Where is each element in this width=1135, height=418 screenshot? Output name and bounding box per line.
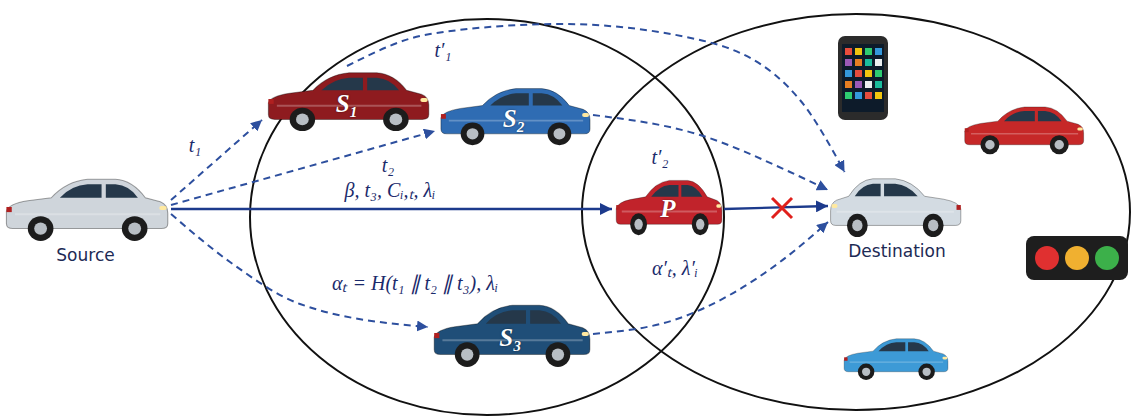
cross-stroke: [772, 198, 792, 218]
phone-screen: [842, 44, 884, 112]
vehicle-shape: [0, 172, 171, 244]
app-icon: [855, 59, 862, 66]
vehicle-node: S₁: [262, 66, 432, 134]
vehicle-id: S₂: [503, 106, 526, 131]
vehicle-node: Destination: [828, 172, 966, 260]
traffic-light-housing: [1026, 236, 1128, 280]
cross-stroke: [772, 198, 792, 218]
vehicle-shape: S₁: [262, 66, 432, 134]
link-label: t₂: [380, 154, 397, 176]
dashed-link: [171, 214, 428, 327]
vehicle-id: P: [660, 196, 675, 221]
app-icon: [865, 92, 872, 99]
vehicle-shape: S₃: [428, 298, 593, 370]
app-icon: [865, 81, 872, 88]
car-outline: [0, 172, 171, 244]
app-icon: [875, 92, 882, 99]
link-label: t′₂: [650, 146, 671, 168]
link-label: t′₁: [433, 39, 454, 61]
app-icon: [865, 59, 872, 66]
direct-link: [171, 208, 612, 210]
blue-car: [844, 339, 948, 380]
vehicle-role: Source: [0, 247, 171, 264]
vehicle-node: S₂: [435, 82, 593, 148]
vehicle-role: Destination: [828, 243, 966, 260]
app-icon: [865, 48, 872, 55]
vehicle-shape: P: [612, 174, 724, 238]
car-figure: [434, 305, 590, 367]
red-car: [965, 107, 1084, 154]
phone-body: [838, 36, 888, 120]
car-figure: [268, 73, 428, 131]
vehicle-id: S₁: [336, 91, 359, 116]
car-figure: [831, 179, 961, 237]
dashed-link: [593, 115, 828, 190]
app-icon: [855, 48, 862, 55]
app-icon: [875, 48, 882, 55]
app-icon: [855, 92, 862, 99]
vehicle-node: Source: [0, 172, 171, 264]
app-icon: [865, 70, 872, 77]
app-icon: [855, 81, 862, 88]
phone-icon: [838, 36, 888, 120]
app-icon: [845, 70, 852, 77]
red-lamp: [1035, 246, 1059, 270]
vehicle-shape: S₂: [435, 82, 593, 148]
vehicle-shape: [828, 172, 966, 240]
vehicle-node: S₃: [428, 298, 593, 370]
dashed-link: [171, 120, 262, 200]
green-lamp: [1095, 246, 1119, 270]
link-label: t₁: [187, 134, 204, 156]
traffic-light: [1026, 236, 1128, 280]
yellow-lamp: [1065, 246, 1089, 270]
range-circle: [582, 14, 1130, 410]
car-figure: [6, 179, 167, 241]
app-icon: [875, 70, 882, 77]
direct-link: [724, 206, 828, 209]
app-icon: [845, 92, 852, 99]
blocked-cross: [772, 198, 792, 218]
link-label: αₜ = H(t₁ ∥ t₂ ∥ t₃), λᵢ: [330, 272, 500, 294]
app-icon: [845, 48, 852, 55]
app-icon: [845, 81, 852, 88]
link-label: α′ₜ, λ′ᵢ: [650, 257, 700, 279]
car-figure: [616, 180, 722, 235]
vehicle-node: P: [612, 174, 724, 238]
car-figure: [441, 89, 590, 146]
app-icon: [875, 81, 882, 88]
car-outline: [828, 172, 966, 240]
app-icon: [845, 59, 852, 66]
dashed-link: [593, 222, 828, 334]
link-label: β, t₃, Cᵢ,ₜ, λᵢ: [343, 179, 438, 201]
app-icon: [855, 70, 862, 77]
vehicle-id: S₃: [499, 325, 522, 350]
app-icon: [875, 59, 882, 66]
